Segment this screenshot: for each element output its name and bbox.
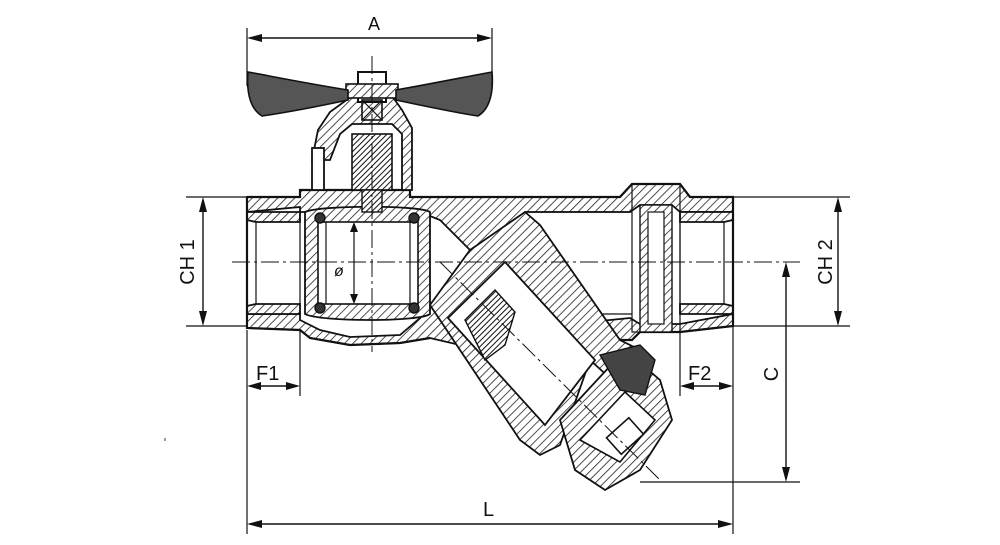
strainer-leg bbox=[428, 210, 673, 492]
strainer-axis bbox=[439, 261, 661, 481]
handle-left-wing bbox=[246, 71, 349, 117]
dimension-l: L bbox=[246, 326, 734, 534]
phi-label: ø bbox=[334, 263, 344, 280]
dimension-c: C bbox=[640, 262, 800, 483]
left-inlet-upper bbox=[246, 211, 301, 223]
dim-f1-label: F1 bbox=[256, 363, 279, 385]
butterfly-handle bbox=[246, 71, 494, 117]
ball: ø bbox=[304, 205, 431, 321]
dim-f2-label: F2 bbox=[688, 363, 711, 385]
seat-ring bbox=[314, 212, 326, 224]
dim-c-label: C bbox=[761, 367, 783, 381]
stop-pin bbox=[311, 147, 325, 191]
dim-ch2-label: CH 2 bbox=[815, 239, 837, 285]
bonnet bbox=[310, 95, 413, 191]
dimension-ch2: CH 2 bbox=[733, 196, 850, 327]
dim-ch1-label: CH 1 bbox=[177, 239, 199, 285]
dimension-f1: F1 bbox=[247, 330, 301, 396]
dimension-f2: F2 bbox=[679, 332, 733, 396]
stray-mark bbox=[164, 438, 166, 441]
dim-a-label: A bbox=[368, 14, 380, 34]
right-outlet-lower bbox=[679, 303, 734, 315]
handle-right-wing bbox=[395, 71, 494, 117]
ball-bore bbox=[317, 221, 419, 305]
dimension-ch1: CH 1 bbox=[177, 196, 247, 327]
left-inlet-lower bbox=[246, 303, 301, 315]
dim-l-label: L bbox=[483, 499, 494, 521]
dimension-a: A bbox=[246, 14, 493, 86]
right-outlet-upper bbox=[679, 211, 734, 223]
strainer-screen bbox=[464, 288, 516, 362]
